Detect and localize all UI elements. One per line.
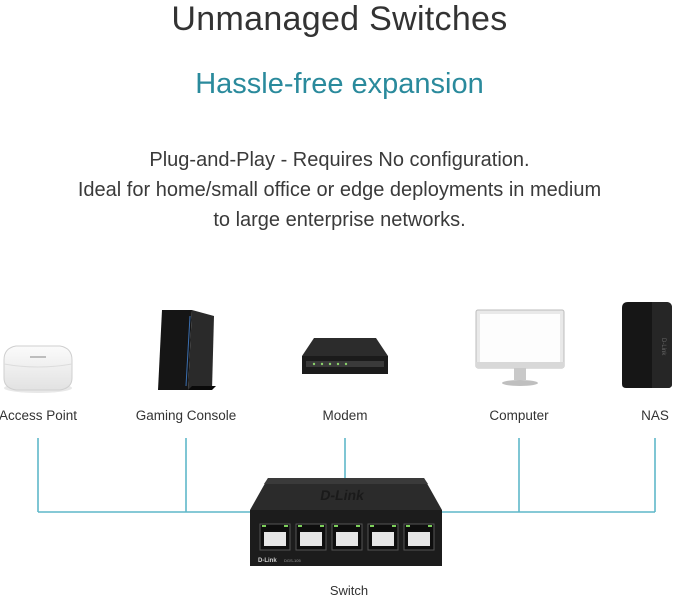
device-label-nas: NAS — [641, 408, 669, 423]
description-line-2: Ideal for home/small office or edge depl… — [77, 179, 602, 201]
description: Plug-and-Play - Requires No configuratio… — [0, 145, 679, 235]
switch-icon: D-Link D-Link DGS-105 — [250, 478, 442, 566]
device-label-access-point: Access Point — [0, 408, 78, 423]
computer-icon — [475, 309, 565, 386]
page-title: Unmanaged Switches — [171, 0, 508, 38]
switch-model: DGS-105 — [284, 558, 301, 563]
svg-text:D-Link: D-Link — [660, 338, 666, 356]
access-point-icon — [3, 345, 73, 393]
switch-brand: D-Link — [258, 558, 277, 564]
switch-label: Switch — [329, 583, 369, 598]
page-subtitle: Hassle-free expansion — [195, 68, 484, 100]
gaming-console-icon — [158, 310, 216, 390]
nas-icon: D-Link — [622, 302, 672, 388]
description-line-3: to large enterprise networks. — [213, 209, 466, 231]
device-label-computer: Computer — [489, 408, 549, 423]
modem-icon — [302, 338, 388, 374]
description-line-1: Plug-and-Play - Requires No configuratio… — [149, 149, 530, 171]
device-label-gaming-console: Gaming Console — [135, 408, 237, 423]
svg-text:D-Link: D-Link — [319, 487, 365, 503]
device-label-modem: Modem — [322, 408, 368, 423]
